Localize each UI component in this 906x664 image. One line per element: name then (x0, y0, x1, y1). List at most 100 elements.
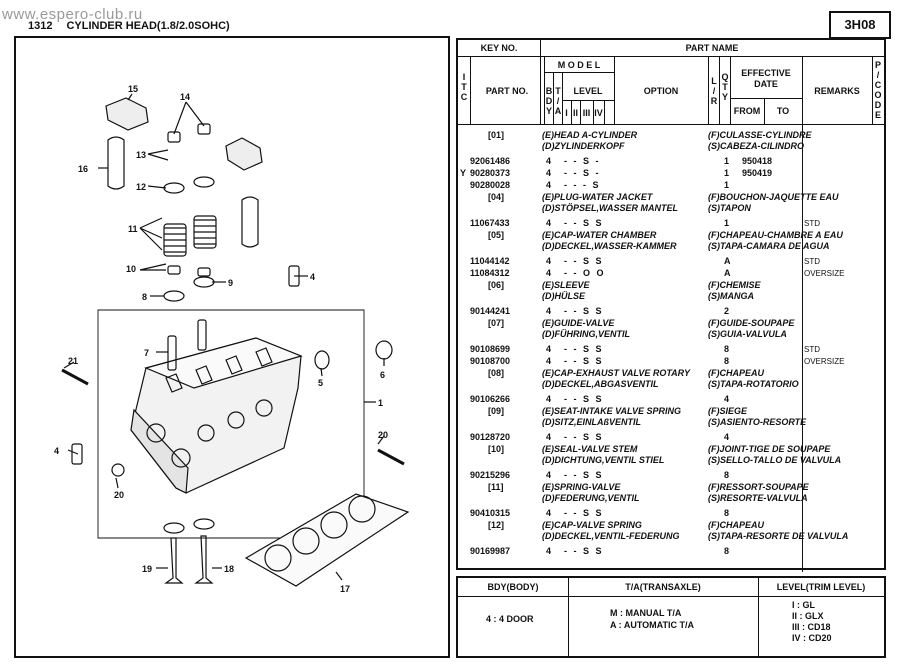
header-level-i: I (565, 108, 568, 118)
part-qty: A (724, 256, 731, 266)
part-effective-from: 950419 (742, 168, 773, 178)
part-levels: - - O O (564, 268, 606, 278)
legend-ta-manual: M : MANUAL T/A (610, 608, 682, 618)
legend-level-glx: II : GLX (792, 611, 824, 621)
part-name-french: (F)CULASSE-CYLINDRE (708, 130, 812, 140)
part-body: 4 (546, 268, 552, 278)
exploded-diagram: 15 14 16 13 12 11 10 9 8 4 7 5 6 1 21 4 … (14, 36, 450, 658)
part-body: 4 (546, 344, 552, 354)
part-number: 90280373 (470, 168, 511, 178)
header-ta: T/A (554, 86, 562, 116)
callout-5: 5 (318, 378, 323, 388)
legend-level-cd18: III : CD18 (792, 622, 831, 632)
header-level-ii: II (572, 108, 578, 118)
part-name-spanish: (S)ASIENTO-RESORTE (708, 417, 807, 427)
part-number: 90108699 (470, 344, 511, 354)
part-name-french: (F)BOUCHON-JAQUETTE EAU (708, 192, 839, 202)
part-name-spanish: (S)RESORTE-VALVULA (708, 493, 808, 503)
part-body: 4 (546, 432, 552, 442)
part-key-no: [05] (488, 230, 505, 240)
callout-15: 15 (128, 84, 138, 94)
part-body: 4 (546, 156, 552, 166)
part-qty: 8 (724, 546, 730, 556)
legend-bdy-title: BDY(BODY) (487, 582, 539, 592)
legend-level-title: LEVEL(TRIM LEVEL) (776, 582, 866, 592)
part-key-no: [06] (488, 280, 505, 290)
part-number: 90280028 (470, 180, 511, 190)
part-name-german: (D)HÜLSE (542, 291, 585, 301)
stud-21 (61, 368, 89, 386)
callout-11: 11 (128, 224, 138, 234)
part-qty: 2 (724, 306, 730, 316)
part-body: 4 (546, 256, 552, 266)
part-itc: Y (460, 168, 467, 178)
cylinder-head-illustration: 15 14 16 13 12 11 10 9 8 4 7 5 6 1 21 4 … (54, 84, 410, 594)
part-key-no: [12] (488, 520, 505, 530)
sleeve-4-left (71, 443, 83, 465)
part-levels: - - S S (564, 256, 604, 266)
part-key-no: [07] (488, 318, 505, 328)
page-code: 3H08 (829, 11, 891, 39)
callout-4b: 4 (54, 446, 59, 456)
part-name-german: (D)SITZ,EINLAßVENTIL (542, 417, 641, 427)
spring-11a (164, 227, 186, 253)
part-name-spanish: (S)TAPA-CAMARA DE AGUA (708, 241, 830, 251)
part-number: 11084312 (470, 268, 510, 278)
part-number: 90410315 (470, 508, 511, 518)
callout-10: 10 (126, 264, 136, 274)
header-effective-date: EFFECTIVE DATE (741, 68, 791, 89)
part-qty: 8 (724, 470, 730, 480)
legend-ta-title: T/A(TRANSAXLE) (625, 582, 701, 592)
seal-20-left (111, 463, 125, 477)
part-name-spanish: (S)SELLO-TALLO DE VALVULA (708, 455, 842, 465)
lash-adjuster-16 (107, 136, 125, 190)
cap-6 (375, 340, 393, 360)
callout-1: 1 (378, 398, 383, 408)
part-levels: - - S S (564, 344, 604, 354)
spring-11b (194, 219, 216, 245)
header-remarks: REMARKS (814, 86, 860, 96)
plug-5 (314, 350, 330, 370)
part-levels: - - S S (564, 218, 604, 228)
part-levels: - - S S (564, 546, 604, 556)
part-name-french: (F)CHAPEAU-CHAMBRE A EAU (708, 230, 843, 240)
part-name-french: (F)CHAPEAU (708, 520, 764, 530)
part-number: 90215296 (470, 470, 511, 480)
part-key-no: [08] (488, 368, 505, 378)
stud-20 (377, 448, 405, 466)
part-number: 90169987 (470, 546, 511, 556)
part-name-french: (F)JOINT-TIGE DE SOUPAPE (708, 444, 831, 454)
callout-19: 17 (340, 584, 350, 594)
part-name-french: (F)RESSORT-SOUPAPE (708, 482, 809, 492)
part-qty: 1 (724, 180, 730, 190)
part-name-french: (F)CHAPEAU (708, 368, 764, 378)
part-remarks: STD (804, 219, 820, 228)
part-name-german: (D)STÖPSEL,WASSER MANTEL (542, 203, 679, 213)
rocker-right (225, 137, 263, 171)
callout-4a: 4 (310, 272, 315, 282)
part-name-german: (D)DECKEL,VENTIL-FEDERUNG (542, 531, 680, 541)
header-level-iv: IV (594, 108, 603, 118)
part-name-french: (F)GUIDE-SOUPAPE (708, 318, 795, 328)
part-name-spanish: (S)MANGA (708, 291, 754, 301)
lash-adjuster-right (241, 196, 259, 248)
part-levels: - - S S (564, 356, 604, 366)
part-key-no: [09] (488, 406, 505, 416)
legend-ta-automatic: A : AUTOMATIC T/A (610, 620, 694, 630)
part-name-english: (E)CAP-EXHAUST VALVE ROTARY (542, 368, 691, 378)
callout-12: 12 (136, 182, 146, 192)
part-qty: 1 (724, 168, 730, 178)
part-name-english: (E)SPRING-VALVE (542, 482, 621, 492)
part-name-german: (D)DECKEL,WASSER-KAMMER (542, 241, 677, 251)
callout-9: 9 (228, 278, 233, 288)
part-name-german: (D)FEDERUNG,VENTIL (542, 493, 640, 503)
part-key-no: [04] (488, 192, 505, 202)
valve-guide-7 (167, 335, 177, 371)
part-body: 4 (546, 306, 552, 316)
